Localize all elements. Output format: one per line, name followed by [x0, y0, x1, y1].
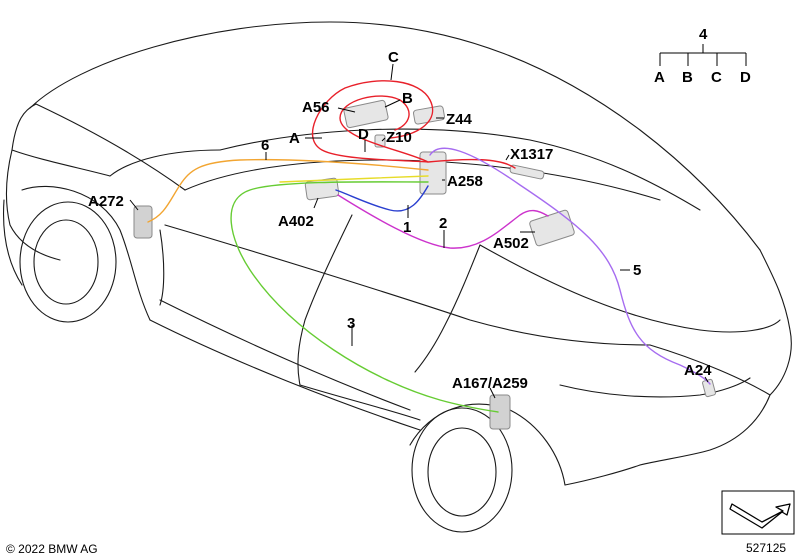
belt-line — [164, 224, 651, 346]
label-x1317: X1317 — [510, 146, 553, 163]
module-a272 — [133, 205, 153, 239]
rear-bumper — [639, 344, 771, 466]
wire-yellow — [279, 175, 429, 183]
trunk-lid — [759, 249, 792, 396]
labels: C B A56 A Z44 D Z10 X1317 6 A258 A272 A4… — [88, 49, 712, 392]
legend-root: 4 — [699, 26, 708, 43]
leader-a24 — [704, 376, 709, 383]
label-1: 1 — [403, 219, 411, 236]
label-b: B — [402, 90, 413, 107]
leader-a167 — [489, 387, 496, 399]
front-door-front-edge — [159, 229, 165, 306]
module-x1317 — [509, 164, 545, 180]
leader-c — [390, 63, 394, 81]
legend-branch-c: C — [711, 69, 722, 86]
label-6: 6 — [261, 137, 269, 154]
copyright-text: © 2022 BMW AG — [6, 542, 98, 556]
legend-branch-b: B — [682, 69, 693, 86]
legend-branch-a: A — [654, 69, 665, 86]
a-pillar-inner — [109, 149, 221, 177]
roof-rail — [219, 128, 701, 211]
label-a: A — [289, 130, 300, 147]
hood-line — [11, 103, 111, 177]
label-z44: Z44 — [446, 111, 473, 128]
wire-green-3 — [230, 181, 499, 413]
module-a258 — [419, 151, 447, 195]
label-a258: A258 — [447, 173, 483, 190]
label-a24: A24 — [684, 362, 712, 379]
module-a56 — [343, 99, 389, 129]
label-a56: A56 — [302, 99, 330, 116]
branch-legend: 4 A B C D — [654, 26, 751, 86]
legend-branch-d: D — [740, 69, 751, 86]
label-a167-a259: A167/A259 — [452, 375, 528, 392]
leader-a56 — [337, 107, 356, 113]
label-a272: A272 — [88, 193, 124, 210]
front-bumper — [3, 199, 23, 286]
label-a502: A502 — [493, 235, 529, 252]
diagram-number: 527125 — [746, 541, 786, 555]
wires — [147, 80, 711, 413]
wire-red — [311, 80, 516, 169]
rear-wheel — [411, 407, 513, 533]
orientation-icon — [721, 490, 795, 535]
wire-magenta-2 — [337, 194, 549, 249]
label-3: 3 — [347, 315, 355, 332]
leader-x1317 — [505, 154, 510, 161]
legend-tree — [659, 44, 747, 66]
front-wheel-rim — [33, 219, 99, 305]
leader-a402 — [313, 197, 319, 209]
b-pillar — [297, 214, 353, 386]
wire-blue-1 — [335, 185, 429, 212]
rear-door-line — [299, 384, 421, 421]
label-z10: Z10 — [386, 129, 412, 146]
label-2: 2 — [439, 215, 447, 232]
module-a502 — [529, 209, 575, 247]
label-a402: A402 — [278, 213, 314, 230]
orientation-arrow-icon — [729, 503, 791, 529]
side-sill — [149, 319, 421, 431]
side-sill-inner — [159, 299, 411, 411]
orientation-icon-frame — [721, 490, 795, 535]
module-a167-a259 — [489, 394, 511, 430]
c-pillar — [414, 244, 481, 373]
label-5: 5 — [633, 262, 641, 279]
label-d: D — [358, 126, 369, 143]
leader-lines — [129, 63, 709, 399]
module-z44 — [412, 105, 446, 125]
label-c: C — [388, 49, 399, 66]
rear-lamp — [559, 377, 751, 398]
lower-rear — [564, 464, 641, 486]
wire-purple-5 — [429, 147, 711, 385]
leader-a272 — [129, 199, 139, 211]
a-pillar — [35, 103, 186, 191]
leader-b — [384, 99, 401, 108]
front-nose — [5, 149, 61, 261]
rear-window — [479, 244, 781, 333]
front-wheel-arch — [21, 185, 151, 321]
rear-wheel-rim — [427, 427, 497, 517]
wire-orange-6 — [147, 158, 429, 223]
leader-z10 — [381, 137, 386, 142]
front-wheel — [19, 201, 117, 323]
roof-line — [29, 21, 761, 251]
